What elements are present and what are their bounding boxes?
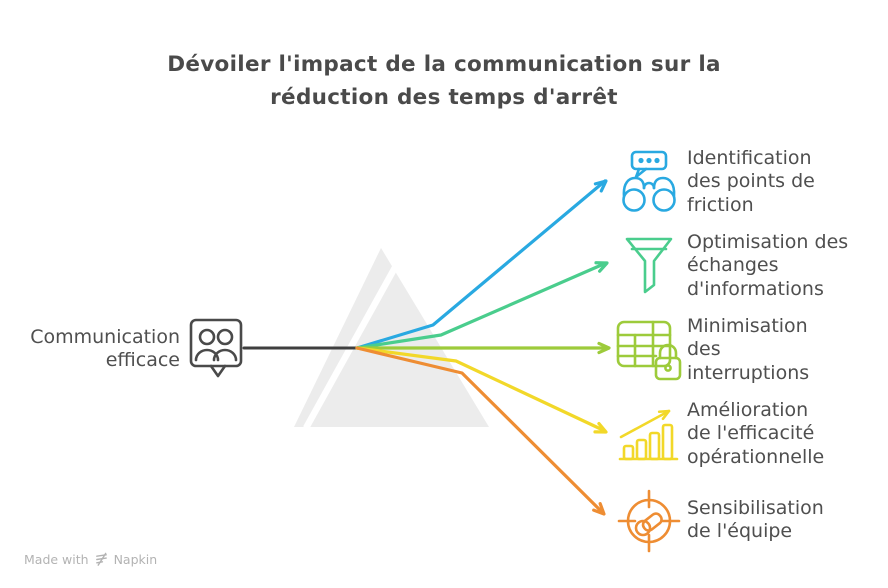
napkin-logo-icon: [95, 552, 107, 566]
people-speech-bubble-icon: [189, 318, 243, 378]
funnel-icon: [625, 237, 673, 294]
binoculars-speech-bubble-icon: [622, 150, 676, 212]
source-node-label: Communication efficace: [30, 325, 180, 372]
outcome-item-label: Sensibilisation de l'équipe: [687, 496, 824, 543]
prism-light-slit: [303, 260, 401, 430]
outcome-item-label: Minimisation des interruptions: [687, 314, 810, 384]
arrow-identification: [355, 179, 608, 350]
page-title-line-1: Dévoiler l'impact de la communication su…: [167, 52, 721, 77]
outcome-item-label: Amélioration de l'efficacité opérationne…: [687, 398, 825, 468]
napkin-brand-text: Napkin: [113, 552, 158, 567]
outcome-item-identification: Identification des points de friction: [616, 146, 884, 218]
arrow-optimisation: [355, 261, 609, 350]
outcome-item-label: Identification des points de friction: [687, 146, 815, 216]
page-title-line-2: réduction des temps d'arrêt: [270, 85, 618, 110]
table-lock-icon: [616, 320, 682, 381]
made-with-napkin-credit: Made with Napkin: [24, 552, 157, 567]
made-with-text: Made with: [24, 552, 89, 567]
source-node: Communication efficace: [24, 318, 245, 380]
outcome-item-sensibilisation: Sensibilisation de l'équipe: [616, 484, 884, 556]
bar-chart-growth-icon: [618, 409, 679, 461]
target-key-icon: [617, 489, 681, 553]
arrow-minimisation: [355, 341, 611, 355]
outcome-item-minimisation: Minimisation des interruptions: [616, 314, 884, 386]
outcome-item-label: Optimisation des échanges d'informations: [687, 230, 849, 300]
arrow-amelioration: [355, 346, 608, 434]
outcome-item-optimisation: Optimisation des échanges d'informations: [616, 230, 884, 302]
arrow-sensibilisation: [355, 346, 606, 516]
page-title: Dévoiler l'impact de la communication su…: [0, 48, 888, 114]
outcome-item-amelioration: Amélioration de l'efficacité opérationne…: [616, 398, 884, 470]
